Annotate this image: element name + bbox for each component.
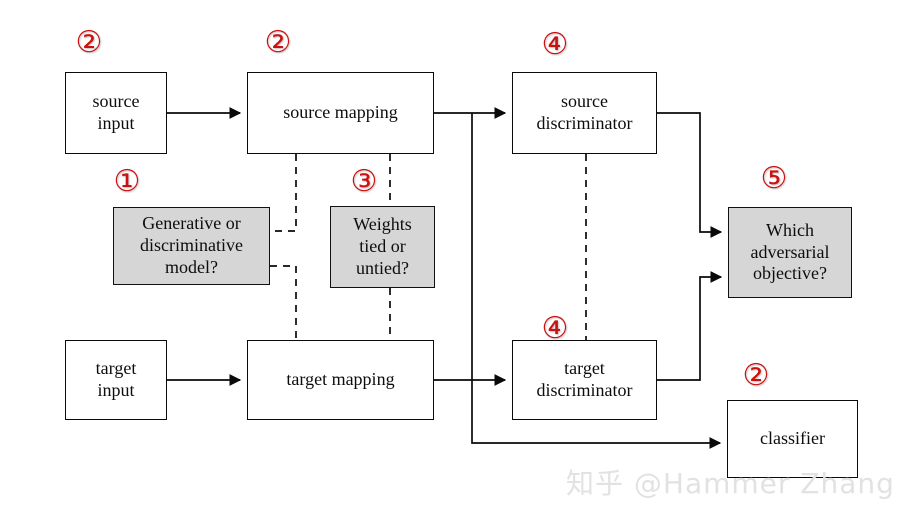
circled-number-glyph: ④: [541, 27, 569, 62]
circled-number-glyph: ④: [541, 311, 569, 346]
node-source-input-label: source input: [92, 91, 140, 133]
node-target-discriminator[interactable]: target discriminator: [512, 340, 657, 420]
node-source-input[interactable]: source input: [65, 72, 167, 154]
node-source-discriminator-label: source discriminator: [536, 91, 633, 133]
node-weights-question-label: Weights tied or untied?: [353, 214, 412, 278]
node-target-discriminator-label: target discriminator: [536, 358, 633, 400]
edge-source-discriminator-to-objective: [657, 112, 723, 238]
node-objective-question-label: Which adversarial objective?: [750, 219, 830, 284]
circled-number-glyph: ①: [113, 164, 141, 199]
node-target-input-label: target input: [95, 358, 137, 400]
node-weights-question[interactable]: Weights tied or untied?: [330, 206, 435, 288]
dashed-model-question-to-target-mapping: [270, 265, 297, 340]
node-target-mapping-label: target mapping: [286, 369, 395, 390]
node-model-question[interactable]: Generative or discriminative model?: [113, 207, 270, 285]
edge-target-discriminator-to-objective: [657, 271, 723, 381]
node-source-mapping-label: source mapping: [283, 102, 398, 123]
circled-number-icon-source-discriminator: ④: [536, 26, 574, 64]
dashed-source-mapping-to-model-question: [270, 154, 297, 232]
node-target-mapping[interactable]: target mapping: [247, 340, 434, 420]
node-source-mapping[interactable]: source mapping: [247, 72, 434, 154]
circled-number-icon-model-question: ①: [108, 163, 146, 201]
node-objective-question[interactable]: Which adversarial objective?: [728, 207, 852, 298]
circled-number-icon-objective-question: ⑤: [755, 160, 793, 198]
circled-number-icon-source-mapping: ②: [259, 24, 297, 62]
watermark: 知乎 @Hammer Zhang: [566, 467, 895, 500]
circled-number-glyph: ②: [75, 25, 103, 60]
node-classifier-label: classifier: [760, 428, 825, 449]
circled-number-icon-source-input: ②: [70, 24, 108, 62]
circled-number-icon-classifier: ②: [737, 357, 775, 395]
circled-number-glyph: ⑤: [760, 161, 788, 196]
circled-number-glyph: ②: [742, 358, 770, 393]
node-model-question-label: Generative or discriminative model?: [140, 213, 243, 277]
circled-number-icon-target-discriminator: ④: [536, 310, 574, 348]
circled-number-icon-weights-question: ③: [345, 163, 383, 201]
circled-number-glyph: ③: [350, 164, 378, 199]
node-classifier[interactable]: classifier: [727, 400, 858, 478]
node-source-discriminator[interactable]: source discriminator: [512, 72, 657, 154]
circled-number-glyph: ②: [264, 25, 292, 60]
node-target-input[interactable]: target input: [65, 340, 167, 420]
